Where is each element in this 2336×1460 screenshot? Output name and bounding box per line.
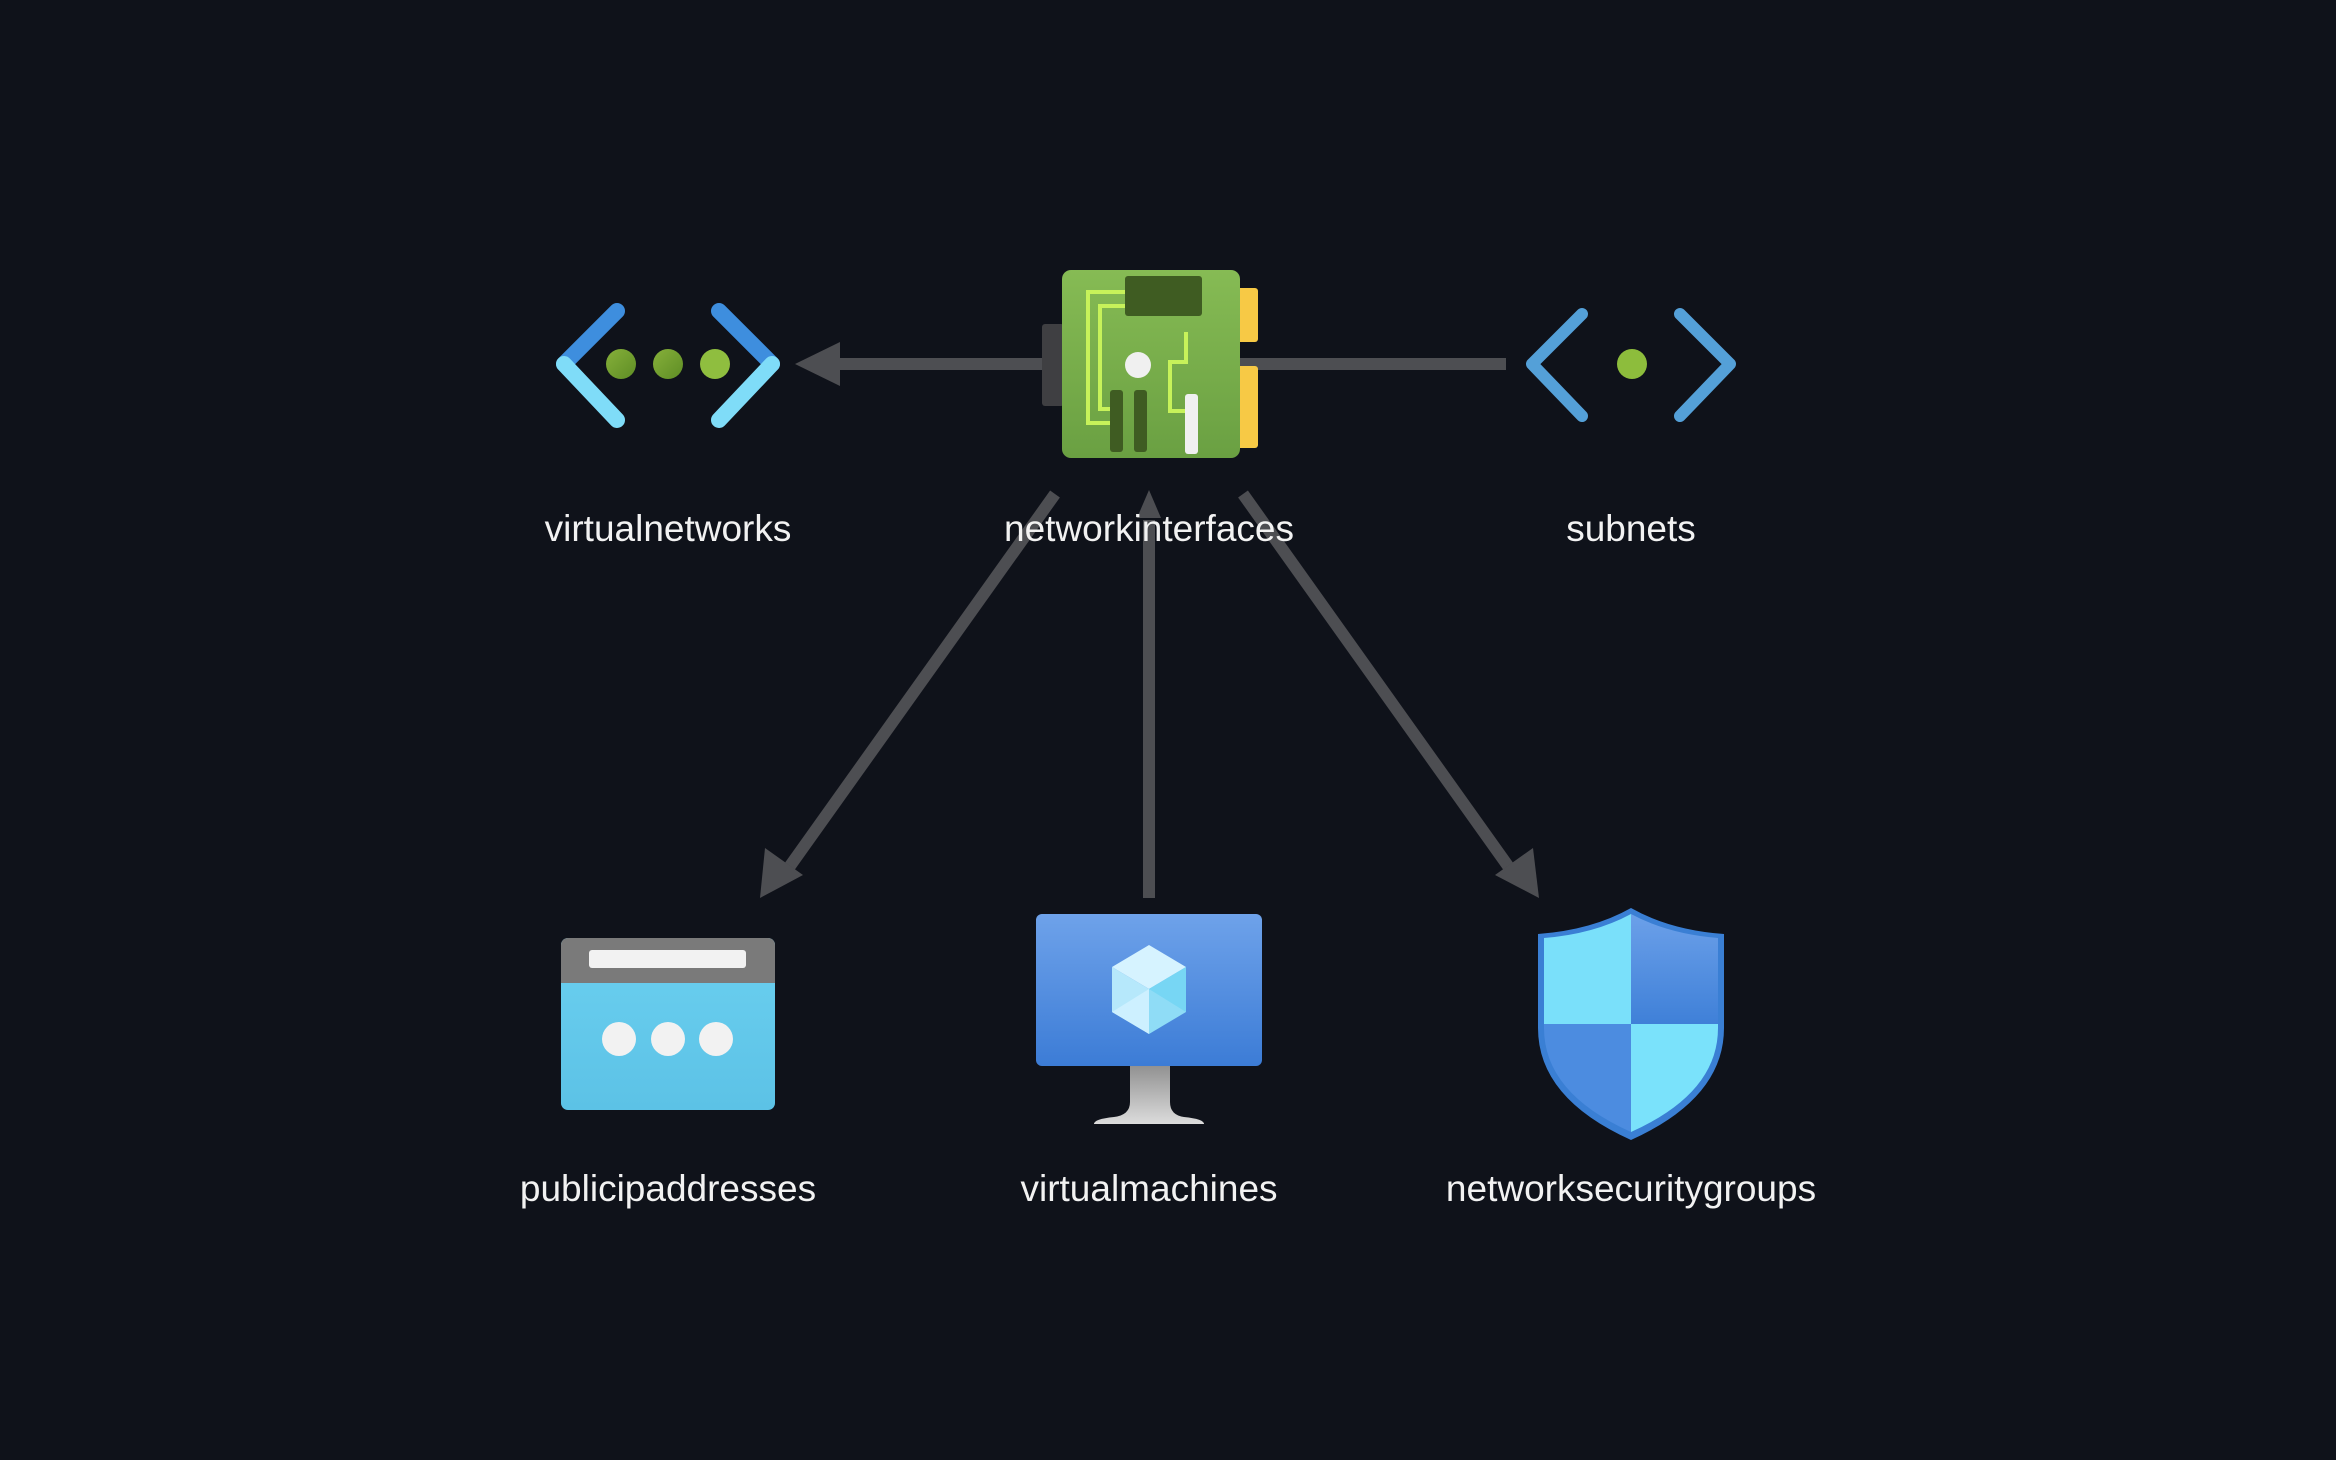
edge-networkinterfaces-subnets [1236,358,1506,370]
node-label: subnets [1566,508,1696,549]
arrowhead-icon [795,342,840,386]
node-label: publicipaddresses [519,1168,817,1209]
edge-networkinterfaces-virtualnetworks [795,342,1046,386]
node-label: virtualmachines [1020,1168,1278,1209]
arrowhead-icon [1137,490,1161,518]
node-label: networksecuritygroups [1445,1168,1817,1209]
node-label: virtualnetworks [544,508,792,549]
subnet-icon [1526,308,1736,422]
edge-networkinterfaces-networksecuritygroups [1238,490,1539,898]
arrowhead-icon [760,848,803,898]
edge-networkinterfaces-publicipaddresses [760,490,1060,898]
network-interface-icon [1042,270,1258,458]
node-label: networkinterfaces [1004,508,1294,549]
arrowhead-icon [1495,848,1539,898]
public-ip-icon [561,938,775,1110]
virtual-machine-icon [1036,914,1262,1124]
virtual-network-icon [556,303,780,428]
network-security-group-icon [1538,908,1724,1140]
edge-virtualmachines-networkinterfaces [1137,490,1161,898]
